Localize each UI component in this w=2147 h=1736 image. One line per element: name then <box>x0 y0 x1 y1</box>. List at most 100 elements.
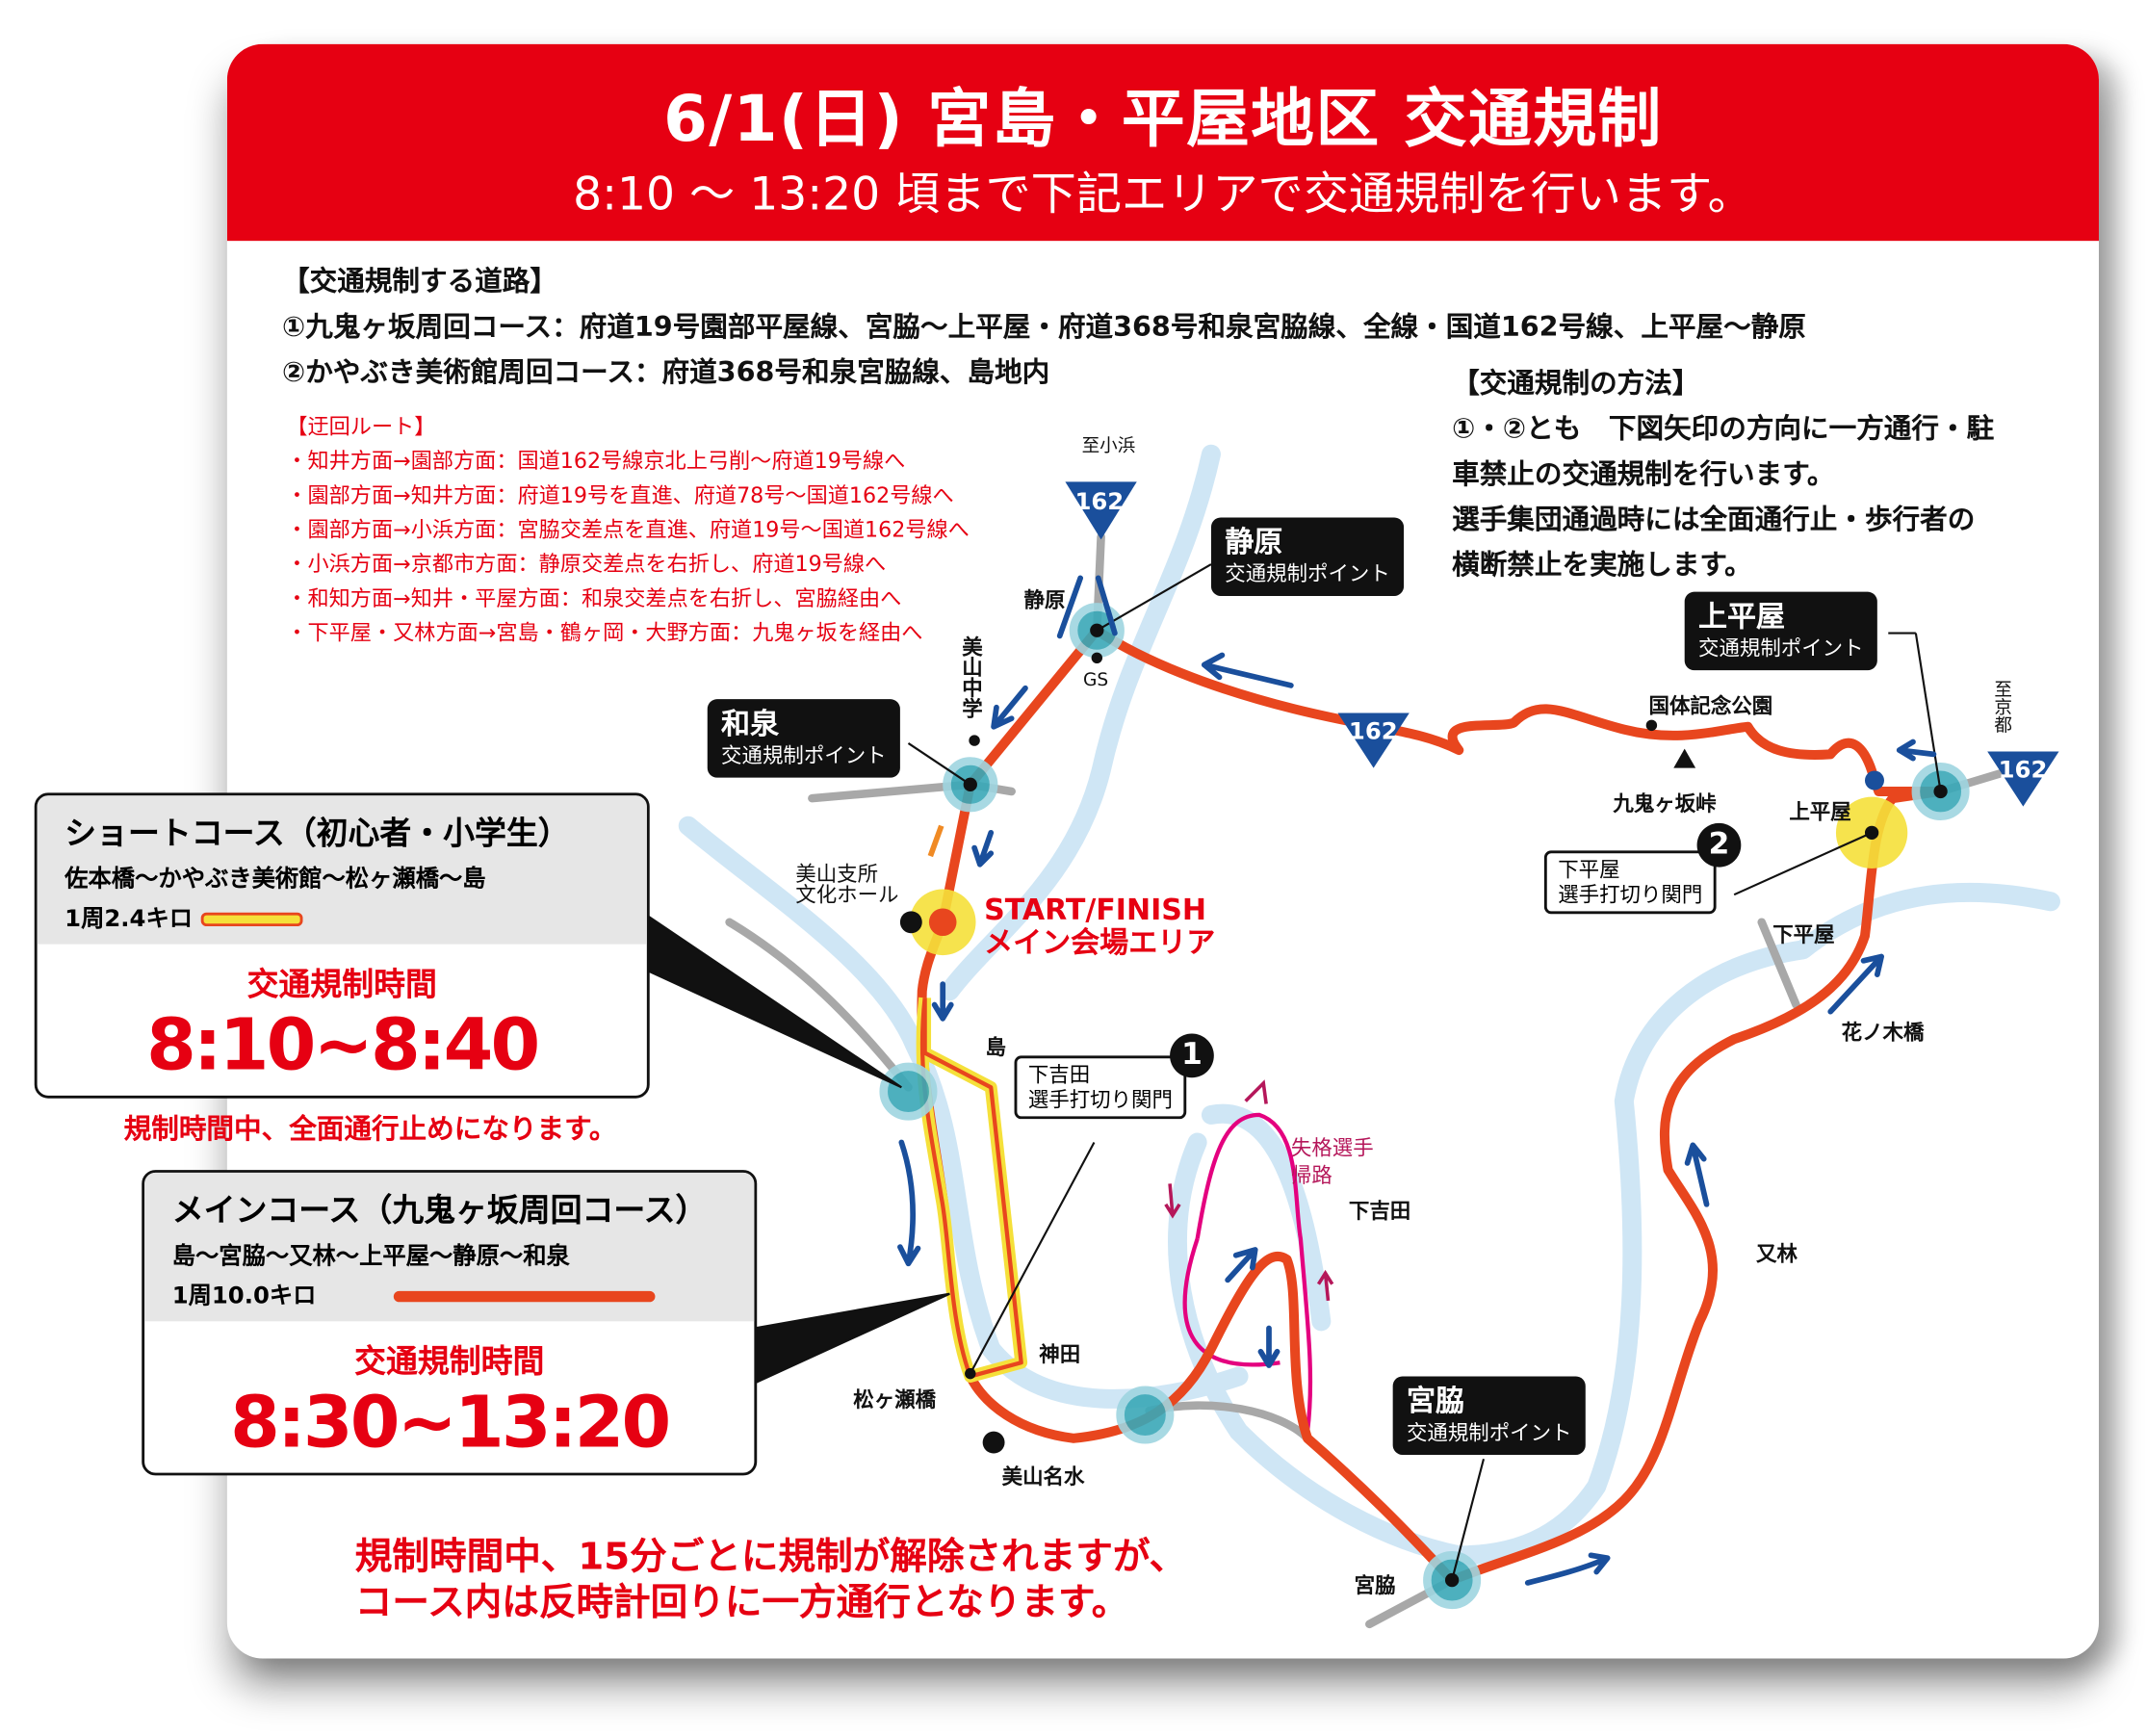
header-banner: 6/1(日) 宮島・平屋地区 交通規制 8:10 ～ 13:20 頃まで下記エリ… <box>226 43 2099 242</box>
method-line: ①・②とも 下図矢印の方向に一方通行・駐 <box>1452 411 1995 445</box>
rivers <box>678 444 2060 1566</box>
shield-label: 162 <box>1998 757 2048 785</box>
method-line: 選手集団通過時には全面通行止・歩行者の <box>1452 502 1976 536</box>
return-arrows <box>1164 1079 1334 1302</box>
main-course-time-label: 交通規制時間 <box>354 1344 545 1381</box>
main-course-length: 1周10.0キロ <box>171 1283 317 1310</box>
label-shimohiraya: 下平屋 <box>1772 921 1835 947</box>
label-hananoki: 花ノ木橋 <box>1841 1020 1925 1045</box>
footer-note: 規制時間中、15分ごとに規制が解除されますが、コース内は反時計回りに一方通行とな… <box>354 1536 1187 1624</box>
intersection-marker <box>1116 1386 1175 1444</box>
roads-line-1: ①九鬼ヶ坂周回コース：府道19号園部平屋線、宮脇～上平屋・府道368号和泉宮脇線… <box>282 309 1806 343</box>
main-course-route <box>917 625 1946 1586</box>
regulated-roads: 【交通規制する道路】 ①九鬼ヶ坂周回コース：府道19号園部平屋線、宮脇～上平屋・… <box>282 259 1806 396</box>
control-point-shizuhara: 静原交通規制ポイント <box>1210 517 1405 596</box>
header-title: 6/1(日) 宮島・平屋地区 交通規制 <box>663 81 1663 156</box>
method-line: 車禁止の交通規制を行います。 <box>1452 456 1835 490</box>
detour-heading: 【迂回ルート】 <box>286 414 436 440</box>
label-matsugase: 松ヶ瀬橋 <box>853 1386 937 1412</box>
label-miyawaki: 宮脇 <box>1354 1572 1396 1598</box>
route-shields <box>1065 481 2059 807</box>
regulation-method: 【交通規制の方法】 ①・②とも 下図矢印の方向に一方通行・駐 車禁止の交通規制を… <box>1452 361 1994 588</box>
arrow-icon <box>1896 738 1937 762</box>
main-course-box: メインコース（九鬼ヶ坂周回コース） 島～宮脇～又林～上平屋～静原～和泉 1周10… <box>142 1170 758 1476</box>
short-course-box: ショートコース（初心者・小学生） 佐本橋～かやぶき美術館～松ヶ瀬橋～島 1周2.… <box>34 792 650 1099</box>
label-return: 帰路 <box>1290 1162 1332 1188</box>
short-course-time: 8:10~8:40 <box>146 1004 540 1088</box>
detour-item: ・小浜方面→京都市方面：静原交差点を右折し、府道19号線へ <box>286 552 887 577</box>
arrow-icon <box>1684 1142 1710 1207</box>
detour-routes: 【迂回ルート】 ・知井方面→園部方面：国道162号線京北上弓削～府道19号線へ … <box>286 410 969 651</box>
label-shima: 島 <box>985 1034 1006 1060</box>
arrow-icon <box>897 1139 921 1267</box>
short-course-legend-swatch <box>200 912 303 927</box>
label-disqualified: 失格選手 <box>1290 1135 1374 1161</box>
route-shield-162 <box>1337 713 1410 768</box>
method-line: 横断禁止を実施します。 <box>1452 547 1752 582</box>
river <box>678 816 1249 1409</box>
label-kanda: 神田 <box>1039 1341 1081 1367</box>
label-kyoto: 至京都 <box>1990 680 2011 734</box>
control-point-kamihiraya: 上平屋交通規制ポイント <box>1684 591 1877 671</box>
label-branch-office: 美山支所文化ホール <box>795 861 899 908</box>
main-course-title: メインコース（九鬼ヶ坂周回コース） <box>171 1193 708 1230</box>
arrow-icon <box>991 685 1028 730</box>
label-kukigasaka: 九鬼ヶ坂峠 <box>1613 790 1717 816</box>
short-course-length: 1周2.4キロ <box>65 905 194 934</box>
cutoff-2-number: 2 <box>1696 822 1742 868</box>
label-kohama: 至小浜 <box>1081 436 1136 457</box>
arrow-icon <box>971 829 995 868</box>
control-point-miyawaki: 宮脇交通規制ポイント <box>1392 1376 1586 1455</box>
label-miyama-jh: 美山中学 <box>959 635 985 719</box>
return-route <box>1182 1112 1313 1432</box>
arrow-icon <box>927 824 944 858</box>
roads-line-2: ②かやぶき美術館周回コース：府道368号和泉宮脇線、島地内 <box>282 354 1050 389</box>
control-point-izumi: 和泉交通規制ポイント <box>707 699 900 778</box>
header-subtitle: 8:10 ～ 13:20 頃まで下記エリアで交通規制を行います。 <box>573 166 1753 220</box>
route-shield-162 <box>1065 481 1137 540</box>
main-course-time: 8:30~13:20 <box>230 1382 671 1464</box>
river <box>1168 882 2060 1566</box>
arrow-icon <box>1225 1247 1258 1283</box>
short-course-note: 規制時間中、全面通行止めになります。 <box>123 1112 617 1146</box>
label-kokutai: 国体記念公園 <box>1648 693 1773 719</box>
pass-icon <box>1673 748 1696 768</box>
label-meisui: 美山名水 <box>1001 1464 1085 1490</box>
detour-item: ・和知方面→知井・平屋方面：和泉交差点を右折し、宮脇経由へ <box>286 585 902 611</box>
road <box>1757 918 1800 1009</box>
arrow-icon <box>1827 953 1884 1015</box>
cutoff-1-box: 下吉田選手打切り関門 <box>1014 1055 1187 1120</box>
roads-heading: 【交通規制する道路】 <box>282 264 557 298</box>
shield-label: 162 <box>1074 488 1125 517</box>
arrow-icon <box>931 981 954 1022</box>
shield-label: 162 <box>1348 718 1398 746</box>
method-heading: 【交通規制の方法】 <box>1452 366 1700 400</box>
arrow-icon <box>1056 575 1118 639</box>
arrow-icon <box>1201 652 1294 688</box>
start-dot <box>928 908 957 937</box>
detour-item: ・園部方面→知井方面：府道19号を直進、府道78号～国道162号線へ <box>286 482 954 508</box>
label-shimoyoshida: 下吉田 <box>1348 1199 1411 1224</box>
detour-item: ・知井方面→園部方面：国道162号線京北上弓削～府道19号線へ <box>286 449 906 474</box>
blue-dot <box>1864 770 1884 790</box>
short-course-title: ショートコース（初心者・小学生） <box>65 816 570 852</box>
detour-item: ・下平屋・又林方面→宮島・鶴ヶ岡・大野方面：九鬼ヶ坂を経由へ <box>286 620 923 646</box>
river <box>1201 1103 1332 1332</box>
arrow-icon <box>1524 1552 1611 1586</box>
cutoff-1-number: 1 <box>1170 1033 1214 1078</box>
label-shizuhara: 静原 <box>1023 587 1066 613</box>
short-course-route-text: 佐本橋～かやぶき美術館～松ヶ瀬橋～島 <box>65 866 486 894</box>
direction-arrows <box>897 575 1937 1586</box>
route-shield-162 <box>1987 751 2059 807</box>
label-gs: GS <box>1083 670 1109 691</box>
label-matabayashi: 又林 <box>1756 1241 1798 1267</box>
arrow-icon <box>1257 1325 1280 1368</box>
main-course-route-text: 島～宮脇～又林～上平屋～静原～和泉 <box>171 1242 570 1271</box>
leader-lines <box>645 563 1942 1581</box>
short-course-time-label: 交通規制時間 <box>246 967 437 1004</box>
main-course-legend-swatch <box>393 1290 656 1303</box>
label-kamihiraya: 上平屋 <box>1789 799 1851 825</box>
river <box>940 444 1221 1001</box>
